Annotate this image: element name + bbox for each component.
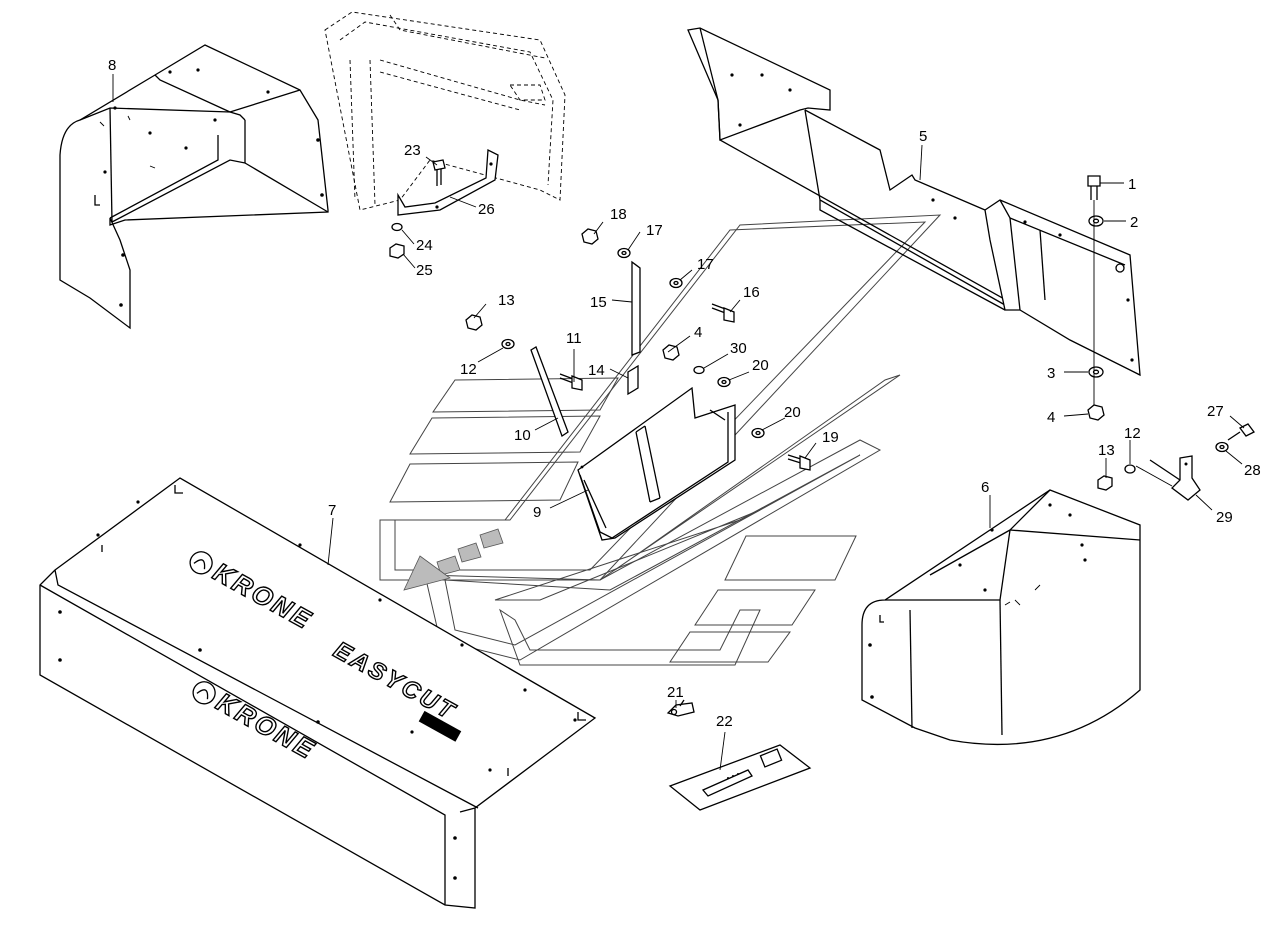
part-17-washer-b[interactable] bbox=[669, 277, 683, 289]
callout-4-center: 4 bbox=[694, 324, 702, 341]
part-12-washer-b[interactable] bbox=[1124, 464, 1136, 474]
decal-stripe bbox=[389, 461, 579, 503]
callout-11: 11 bbox=[566, 330, 582, 347]
part-1-bolt[interactable] bbox=[1087, 175, 1101, 200]
callout-20-bottom: 20 bbox=[784, 404, 801, 421]
callout-6: 6 bbox=[981, 479, 989, 496]
part-22-label-plate[interactable] bbox=[668, 744, 812, 811]
callout-3: 3 bbox=[1047, 365, 1055, 382]
callout-29: 29 bbox=[1216, 509, 1233, 526]
callout-12-right: 12 bbox=[1124, 425, 1141, 442]
part-20-washer-b[interactable] bbox=[751, 427, 765, 439]
callout-21: 21 bbox=[667, 684, 684, 701]
machine-frame-context bbox=[324, 11, 566, 211]
callout-13-left: 13 bbox=[498, 292, 515, 309]
part-27-screw[interactable] bbox=[1227, 423, 1255, 441]
part-19-bolt[interactable] bbox=[787, 454, 811, 471]
callout-14: 14 bbox=[588, 362, 605, 379]
part-28-washer[interactable] bbox=[1215, 441, 1229, 453]
callout-23: 23 bbox=[404, 142, 421, 159]
callout-15: 15 bbox=[590, 294, 607, 311]
part-29-clip[interactable] bbox=[1149, 455, 1201, 501]
part-4-nut-b[interactable] bbox=[1087, 404, 1105, 421]
part-3-washer[interactable] bbox=[1088, 366, 1104, 378]
part-11-bolt[interactable] bbox=[559, 373, 583, 391]
part-30-washer[interactable] bbox=[693, 365, 705, 375]
part-9-document-holder[interactable] bbox=[577, 386, 736, 541]
callout-26: 26 bbox=[478, 201, 495, 218]
leader-lines bbox=[112, 74, 1245, 771]
part-8-left-cover[interactable] bbox=[59, 44, 329, 330]
decal-stripe bbox=[432, 377, 619, 413]
callout-16: 16 bbox=[743, 284, 760, 301]
part-7-front-cover[interactable]: KRONE EASYCUT KRONE bbox=[39, 477, 597, 909]
part-17-washer[interactable] bbox=[617, 247, 631, 259]
callout-13-right: 13 bbox=[1098, 442, 1115, 459]
callout-22: 22 bbox=[716, 713, 733, 730]
decal-stripe bbox=[409, 415, 601, 455]
part-25-nut[interactable] bbox=[389, 243, 405, 259]
callout-4-right: 4 bbox=[1047, 409, 1055, 426]
part-13-nut-b[interactable] bbox=[1097, 475, 1113, 491]
callout-25: 25 bbox=[416, 262, 433, 279]
part-5-rear-guard[interactable] bbox=[687, 27, 1141, 377]
callout-12-left: 12 bbox=[460, 361, 477, 378]
decal-stripe bbox=[669, 631, 791, 663]
part-15-strip[interactable] bbox=[631, 260, 641, 356]
part-14-strip[interactable] bbox=[627, 364, 639, 396]
callout-24: 24 bbox=[416, 237, 433, 254]
part-20-washer[interactable] bbox=[717, 376, 731, 388]
part-24-washer[interactable] bbox=[391, 222, 403, 232]
callout-10: 10 bbox=[514, 427, 531, 444]
callout-27: 27 bbox=[1207, 403, 1224, 420]
callout-labels: 1 2 3 4 4 5 6 7 8 9 10 11 12 12 13 13 14… bbox=[108, 57, 1261, 730]
part-26-bracket[interactable] bbox=[397, 148, 499, 216]
callout-7: 7 bbox=[328, 502, 336, 519]
decal-stripe bbox=[724, 535, 857, 581]
part-21-latch[interactable] bbox=[666, 699, 695, 717]
callout-8: 8 bbox=[108, 57, 116, 74]
callout-19: 19 bbox=[822, 429, 839, 446]
part-6-right-cover[interactable] bbox=[861, 489, 1141, 746]
callout-20-top: 20 bbox=[752, 357, 769, 374]
part-12-washer[interactable] bbox=[501, 338, 515, 350]
callout-30: 30 bbox=[730, 340, 747, 357]
part-10-rod[interactable] bbox=[530, 346, 569, 438]
callout-9: 9 bbox=[533, 504, 541, 521]
part-18-nut[interactable] bbox=[581, 228, 599, 245]
part-23-bolt[interactable] bbox=[432, 159, 446, 186]
callout-1: 1 bbox=[1128, 176, 1136, 193]
part-4-nut[interactable] bbox=[662, 344, 680, 361]
part-13-nut[interactable] bbox=[465, 314, 483, 331]
callout-17-mid: 17 bbox=[697, 256, 714, 273]
callout-18: 18 bbox=[610, 206, 627, 223]
decal-stripe bbox=[694, 589, 816, 626]
callout-28: 28 bbox=[1244, 462, 1261, 479]
part-16-bolt[interactable] bbox=[711, 303, 735, 323]
callout-2: 2 bbox=[1130, 214, 1138, 231]
callout-17-top: 17 bbox=[646, 222, 663, 239]
part-2-washer[interactable] bbox=[1088, 215, 1104, 227]
callout-5: 5 bbox=[919, 128, 927, 145]
